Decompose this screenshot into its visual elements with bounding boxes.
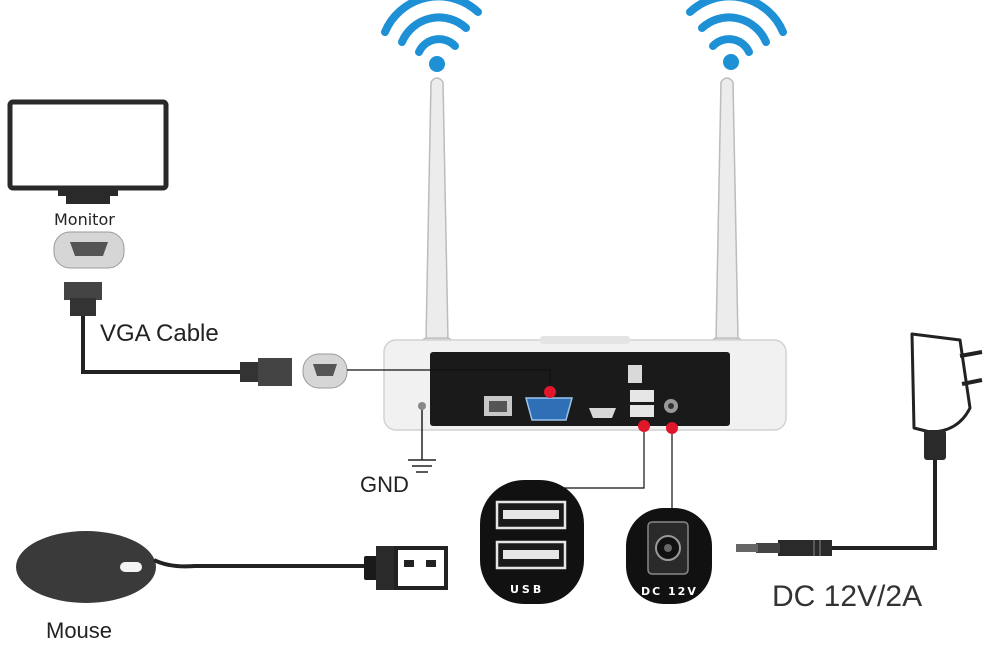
dc-barrel-plug [736, 540, 832, 556]
monitor-label: Monitor [54, 210, 115, 229]
vga-connector-port [302, 353, 348, 389]
monitor-vga-port [53, 231, 125, 269]
dc-power-label: DC 12V/2A [772, 580, 923, 613]
monitor-illustration [7, 99, 169, 204]
usb-port-closeup [480, 480, 584, 604]
vga-cable [64, 282, 292, 386]
connection-dots [544, 386, 678, 434]
dc-connection-dot [666, 422, 678, 434]
vga-link-line [347, 369, 551, 388]
mouse-illustration [16, 531, 366, 603]
usb-link-line [548, 432, 645, 489]
nvr-device [383, 336, 787, 431]
dc-port-label: DC 12V [641, 585, 698, 598]
usb-connection-dot [638, 420, 650, 432]
mouse-usb-plug [364, 546, 448, 590]
dc-jack-closeup [626, 508, 712, 604]
mouse-label: Mouse [46, 618, 113, 643]
power-adapter [832, 332, 983, 550]
vga-cable-label: VGA Cable [100, 320, 219, 347]
antenna-left [420, 77, 454, 379]
ground-symbol-icon [408, 410, 436, 473]
wifi-signal-icon-left [381, 0, 482, 72]
wifi-signal-icon-right [686, 0, 787, 70]
usb-port-label: USB [510, 583, 545, 596]
gnd-label: GND [360, 472, 409, 497]
vga-connection-dot [544, 386, 556, 398]
antenna-right [710, 77, 744, 379]
